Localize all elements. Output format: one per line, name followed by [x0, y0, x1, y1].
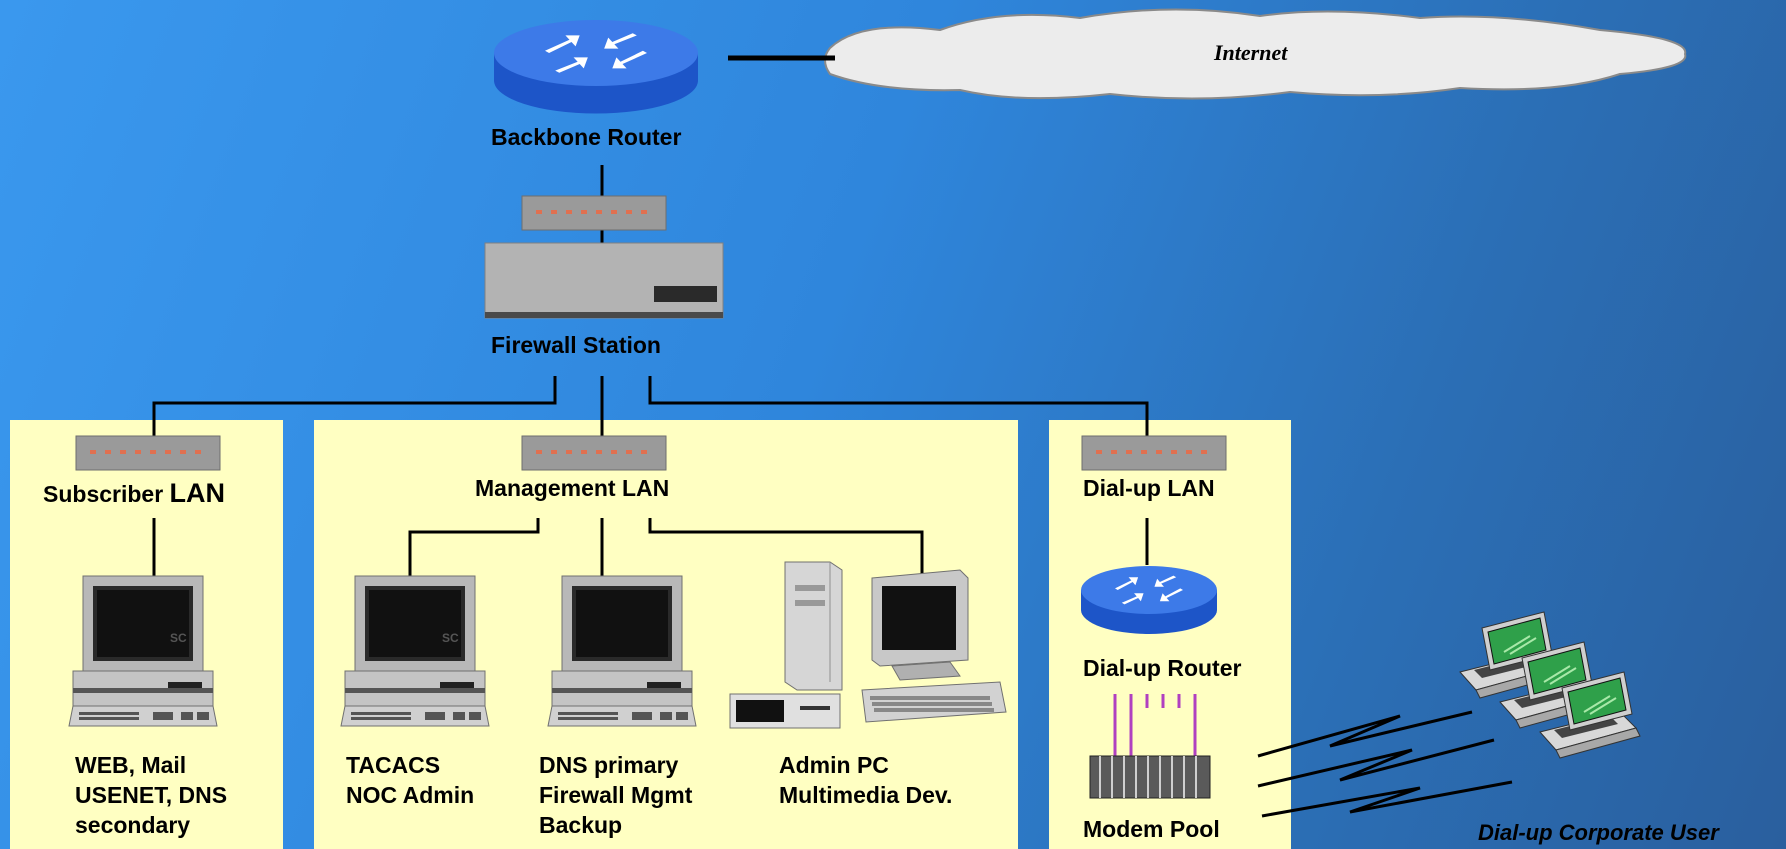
dialup-lan-label: Dial-up LAN — [1083, 475, 1215, 501]
screen-mark: SC — [442, 631, 459, 645]
tacacs-pc-icon — [340, 575, 490, 727]
dialup-router-label: Dial-up Router — [1083, 655, 1242, 681]
subscriber-server-icon — [68, 575, 218, 727]
backbone-router-icon — [494, 20, 698, 114]
internet-cloud — [824, 8, 1687, 100]
dialup-hub-icon — [1081, 435, 1227, 471]
corporate-user-label: Dial-up Corporate User — [1478, 820, 1719, 845]
firewall-station-icon — [484, 242, 724, 319]
modem-pool-icon — [1089, 694, 1211, 799]
internet-label: Internet — [1214, 40, 1288, 65]
dns-pc-icon — [547, 575, 697, 727]
firewall-hub-icon — [521, 195, 667, 231]
backbone-router-label: Backbone Router — [491, 124, 682, 150]
subscriber-lan-label: Subscriber LAN — [43, 478, 226, 508]
subscriber-hub-icon — [75, 435, 221, 471]
network-links — [152, 55, 1149, 576]
dialup-links — [1257, 710, 1513, 818]
management-hub-icon — [521, 435, 667, 471]
screen-mark: SC — [170, 631, 187, 645]
modem-pool-label: Modem Pool — [1083, 816, 1220, 842]
dialup-router-icon — [1081, 566, 1217, 634]
management-lan-label: Management LAN — [475, 475, 670, 501]
admin-pc-icon — [729, 561, 1007, 729]
firewall-station-label: Firewall Station — [491, 332, 661, 358]
